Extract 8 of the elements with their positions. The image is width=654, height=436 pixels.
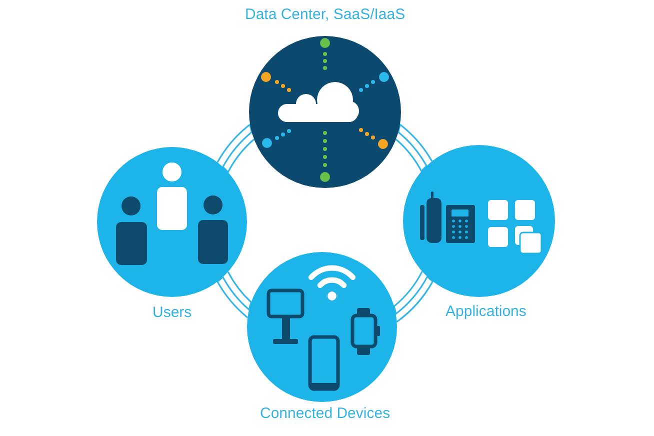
node-label: Data Center, SaaS/IaaS [245, 6, 406, 24]
connector-arc [395, 124, 433, 172]
node-label: Users [152, 304, 192, 322]
connector-arc [393, 271, 434, 322]
connector-arc [216, 124, 255, 173]
node-label: Connected Devices [260, 405, 390, 423]
connector-arc [216, 271, 252, 318]
node-label: Applications [446, 303, 526, 321]
